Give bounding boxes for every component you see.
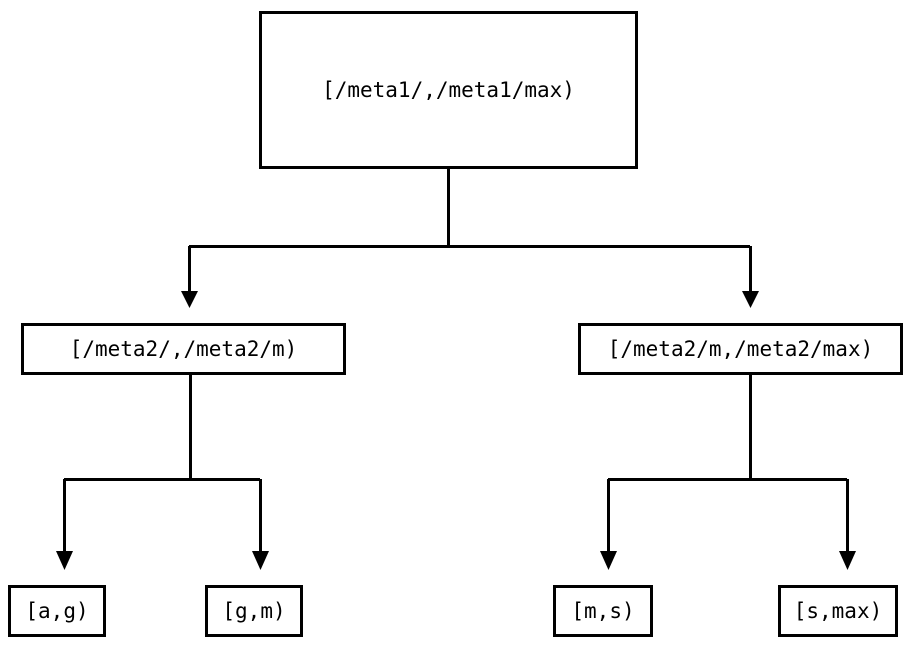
arrowhead-to-mid-right — [742, 291, 759, 308]
tree-node-mid-left: [/meta2/,/meta2/m) — [21, 323, 346, 375]
tree-node-mid-right: [/meta2/m,/meta2/max) — [578, 323, 903, 375]
arrowhead-to-mid-left — [181, 291, 198, 308]
arrowhead-to-leaf-m-s — [600, 551, 617, 570]
arrowhead-to-leaf-a-g — [56, 551, 73, 570]
arrowhead-to-leaf-s-max — [839, 551, 856, 570]
tree-node-leaf-s-max: [s,max) — [778, 585, 898, 637]
tree-node-leaf-g-m: [g,m) — [205, 585, 303, 637]
tree-node-leaf-a-g: [a,g) — [8, 585, 106, 637]
tree-node-leaf-m-s: [m,s) — [553, 585, 653, 637]
arrowhead-to-leaf-g-m — [252, 551, 269, 570]
tree-node-root: [/meta1/,/meta1/max) — [259, 11, 638, 169]
